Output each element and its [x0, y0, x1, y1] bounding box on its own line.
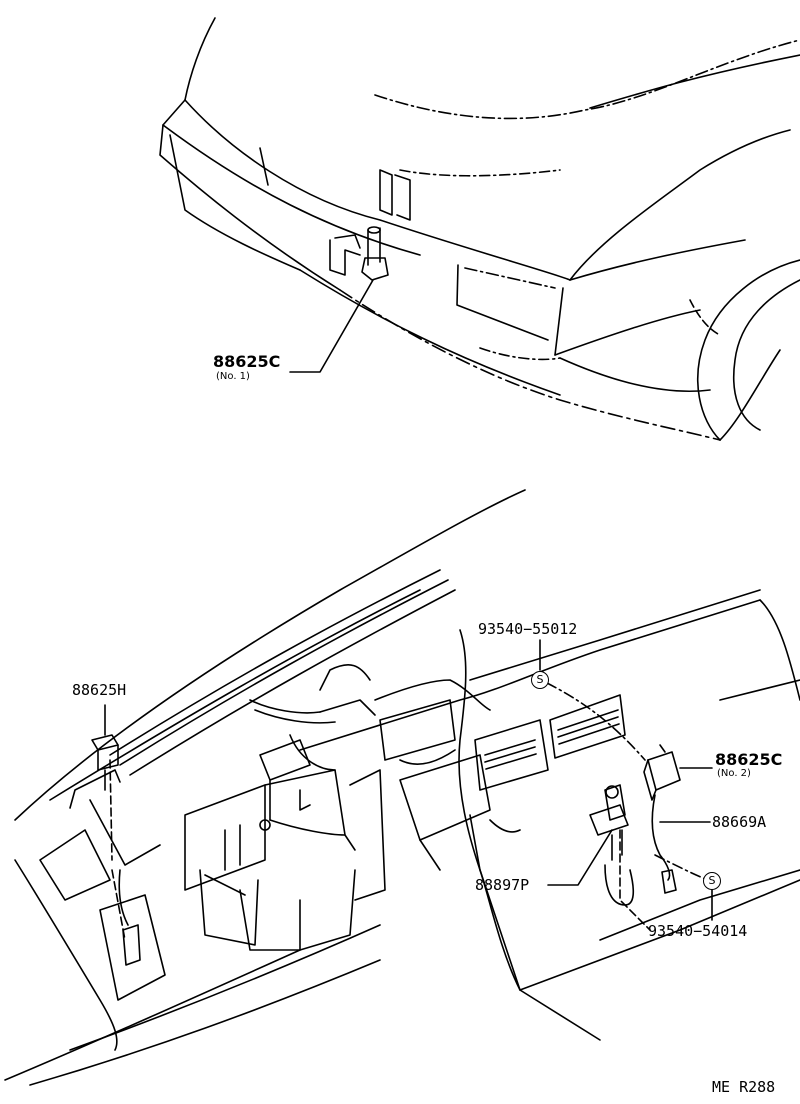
engine-block [184, 664, 626, 951]
symbol-s-1: S [531, 671, 549, 689]
label-88625c-no1: 88625C [213, 352, 281, 371]
label-88669a: 88669A [712, 813, 767, 831]
engine-bay-view [4, 489, 800, 1086]
label-88625h: 88625H [72, 681, 127, 699]
label-93540-54014: 93540−54014 [648, 922, 748, 940]
car-front-view [159, 17, 800, 441]
label-88625c-no2: 88625C [715, 750, 783, 769]
footer-code: ME R288 [712, 1078, 776, 1096]
hood-lock-bracket [289, 169, 411, 373]
symbol-s-2: S [703, 872, 721, 890]
hood-switch-88625h [91, 704, 141, 966]
leaders-solid [539, 639, 713, 931]
label-93540-55012: 93540−55012 [478, 620, 578, 638]
right-side-parts [547, 744, 713, 906]
label-88625c-no1-sub: (No. 1) [216, 371, 250, 382]
label-88625c-no2-sub: (No. 2) [717, 768, 751, 779]
label-88897p: 88897P [475, 876, 530, 894]
